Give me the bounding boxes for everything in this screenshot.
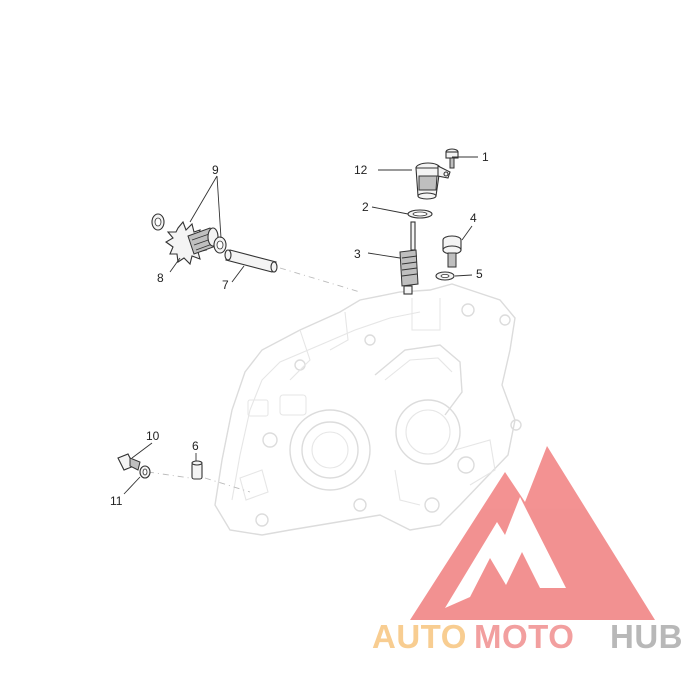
watermark-triangle-icon <box>410 446 655 620</box>
part-4-bolt <box>442 235 462 268</box>
callout-9: 9 <box>212 163 219 177</box>
callout-4: 4 <box>470 211 477 225</box>
part-2-o-ring <box>407 209 433 219</box>
callout-12: 12 <box>354 163 368 177</box>
part-12-drive-housing <box>415 162 451 200</box>
assembly-axes <box>147 267 406 493</box>
part-3-driven-gear <box>399 221 419 295</box>
part-1-screw <box>445 148 459 169</box>
callout-7: 7 <box>222 278 229 292</box>
callout-6: 6 <box>192 439 199 453</box>
callout-numbers: 1 12 2 3 4 5 9 8 7 6 10 11 <box>110 150 489 508</box>
callout-5: 5 <box>476 267 483 281</box>
callout-10: 10 <box>146 429 160 443</box>
automotohub-watermark: AUTO MOTO HUB <box>372 446 683 655</box>
part-9-washers <box>151 213 227 254</box>
watermark-text-auto: AUTO <box>372 618 467 655</box>
part-10-plug-bolt <box>117 453 141 471</box>
callout-3: 3 <box>354 247 361 261</box>
part-6-dowel <box>191 460 203 480</box>
callout-1: 1 <box>482 150 489 164</box>
part-7-shaft <box>224 249 278 273</box>
part-8-drive-gear <box>164 220 219 266</box>
leader-lines <box>123 156 478 495</box>
watermark-text-hub: HUB <box>610 618 683 655</box>
callout-2: 2 <box>362 200 369 214</box>
callout-11: 11 <box>110 494 123 508</box>
callout-8: 8 <box>157 271 164 285</box>
part-11-washer <box>139 465 151 479</box>
part-5-washer <box>435 271 455 281</box>
crankcase-outline <box>214 283 522 536</box>
watermark-text-moto: MOTO <box>474 618 574 655</box>
